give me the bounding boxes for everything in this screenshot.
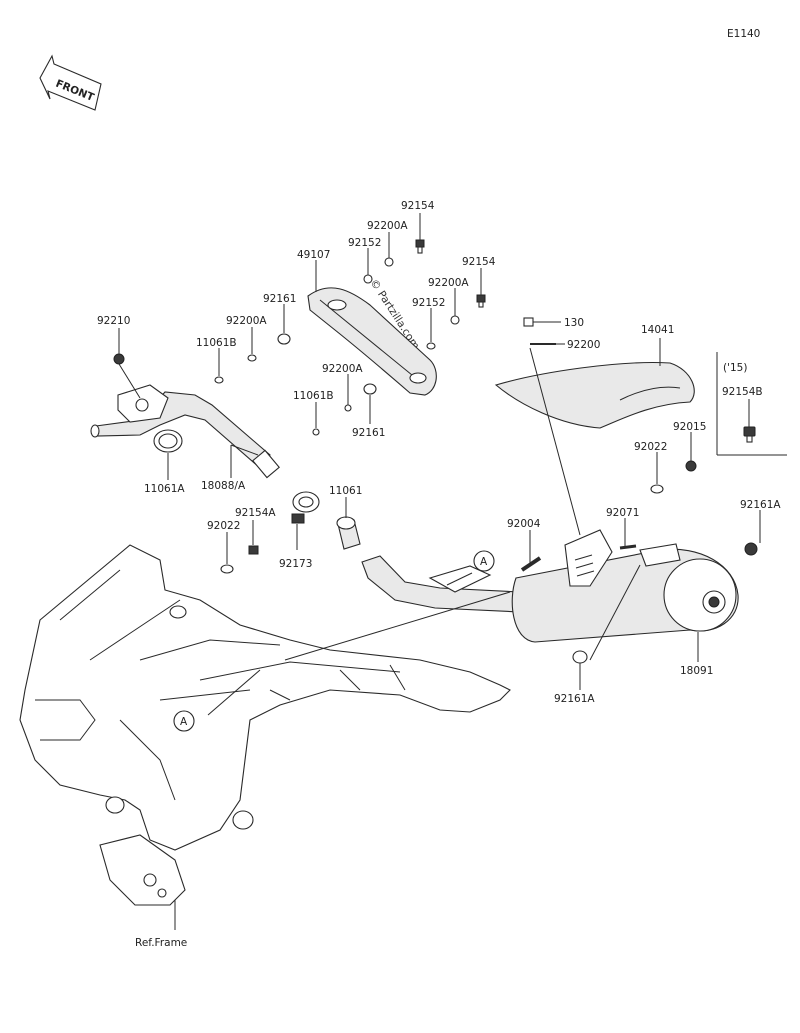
front-arrow-icon: FRONT [39, 54, 102, 111]
part-label-92022-right: 92022 [634, 441, 667, 453]
part-label-92200A-left: 92200A [226, 315, 267, 327]
part-label-11061B-low: 11061B [293, 390, 334, 402]
part-label-92152-top: 92152 [348, 237, 381, 249]
part-label-49107: 49107 [297, 249, 330, 261]
small-hardware [113, 239, 758, 664]
part-label-11061A: 11061A [144, 483, 185, 495]
part-label-92200A-mid: 92200A [428, 277, 469, 289]
part-label-92154A: 92154A [235, 507, 276, 519]
part-label-92200: 92200 [567, 339, 600, 351]
callout-a-right: A [473, 550, 495, 572]
part-label-92210: 92210 [97, 315, 130, 327]
ref-frame-label: Ref.Frame [135, 937, 187, 949]
part-label-92004: 92004 [507, 518, 541, 530]
leader-lines [118, 213, 761, 716]
part-label-92022-left: 92022 [207, 520, 240, 532]
frame-reference [19, 544, 511, 930]
part-label-92161A-low: 92161A [554, 693, 595, 705]
part-label-92071: 92071 [606, 507, 639, 519]
part-label-92200A-low: 92200A [322, 363, 363, 375]
part-label-92200A-top: 92200A [367, 220, 408, 232]
heat-shield-49107 [307, 287, 437, 396]
part-label-14041: 14041 [641, 324, 674, 336]
part-label-18091: 18091 [680, 665, 713, 677]
exhaust-pipe-18088A [90, 384, 280, 479]
part-label-130: 130 [564, 317, 584, 329]
year-note: ('15) [723, 362, 747, 374]
part-label-92173: 92173 [279, 558, 312, 570]
part-label-92152-mid: 92152 [412, 297, 445, 309]
part-label-11061B-top: 11061B [196, 337, 237, 349]
muffler-18091 [511, 529, 739, 643]
part-label-18088A: 18088/A [201, 480, 246, 492]
part-label-92154B: 92154B [722, 386, 763, 398]
part-label-92154-mid: 92154 [462, 256, 496, 268]
part-label-11061: 11061 [329, 485, 362, 497]
diagram-code: E1140 [727, 28, 760, 40]
part-label-92161A-top: 92161A [740, 499, 781, 511]
clamp-92173-icon [291, 491, 320, 524]
year-note-box: ('15) 92154B [716, 352, 787, 456]
callout-a-left-label: A [180, 716, 188, 728]
part-label-92161-top: 92161 [263, 293, 296, 305]
mid-pipe [361, 555, 521, 613]
callout-a-left: A [173, 710, 195, 732]
gasket-11061A-icon [153, 429, 183, 453]
part-label-92015: 92015 [673, 421, 706, 433]
callout-a-right-label: A [480, 556, 488, 568]
bolt-92154B-icon [743, 426, 756, 443]
part-label-92154-top: 92154 [401, 200, 435, 212]
gasket-11061-icon [336, 516, 361, 550]
part-label-92161-low: 92161 [352, 427, 385, 439]
muffler-cover-14041 [494, 362, 695, 429]
